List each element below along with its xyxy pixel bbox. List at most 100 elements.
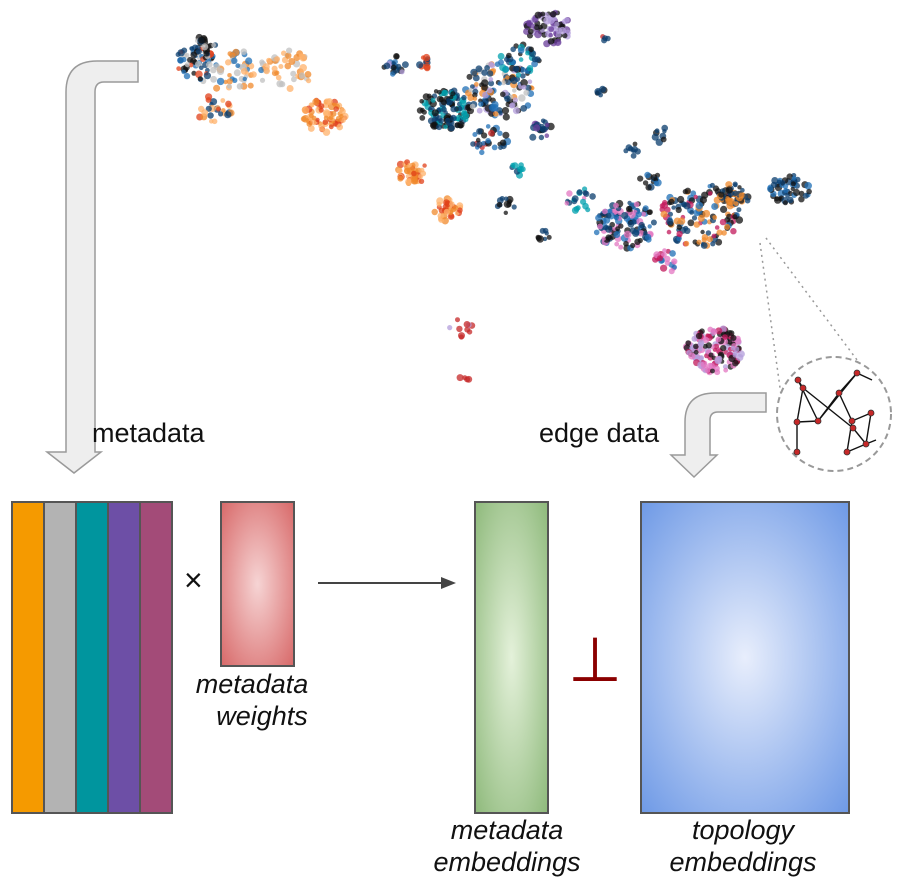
scatter-point xyxy=(307,125,315,132)
scatter-point xyxy=(595,214,602,222)
scatter-point xyxy=(601,37,608,44)
scatter-point xyxy=(231,57,238,64)
scatter-point xyxy=(637,175,644,182)
scatter-point xyxy=(730,228,737,235)
scatter-point xyxy=(613,202,619,209)
scatter-point xyxy=(466,73,473,80)
scatter-point xyxy=(693,221,700,228)
scatter-point xyxy=(502,131,510,139)
scatter-point xyxy=(770,181,778,188)
scatter-point xyxy=(736,354,744,361)
scatter-point xyxy=(518,94,526,102)
scatter-point xyxy=(475,65,483,73)
scatter-point xyxy=(528,46,534,53)
scatter-point xyxy=(418,178,425,184)
scatter-point xyxy=(224,111,232,119)
scatter-point xyxy=(216,67,225,75)
scatter-point xyxy=(643,230,648,236)
scatter-point xyxy=(716,229,723,236)
scatter-point xyxy=(203,72,211,80)
scatter-point xyxy=(285,52,292,59)
scatter-point xyxy=(241,63,247,68)
scatter-point xyxy=(423,63,431,71)
scatter-point xyxy=(707,191,713,196)
scatter-point xyxy=(547,16,555,25)
scatter-point xyxy=(245,57,253,65)
scatter-point xyxy=(683,202,691,210)
scatter-point xyxy=(704,367,711,374)
scatter-point xyxy=(780,180,786,186)
scatter-point xyxy=(457,121,465,129)
scatter-point xyxy=(538,24,543,30)
scatter-point xyxy=(602,208,608,215)
scatter-point xyxy=(512,97,518,103)
scatter-point xyxy=(650,174,658,181)
scatter-point xyxy=(525,50,530,56)
scatter-point xyxy=(247,82,254,89)
scatter-point xyxy=(445,117,451,124)
scatter-point xyxy=(525,84,532,92)
scatter-point xyxy=(725,197,733,205)
scatter-point xyxy=(394,53,400,60)
scatter-point xyxy=(713,343,720,350)
scatter-point xyxy=(493,111,499,117)
scatter-point xyxy=(510,162,516,168)
scatter-point xyxy=(676,224,682,230)
scatter-point xyxy=(499,196,505,201)
scatter-point xyxy=(690,190,697,197)
scatter-point xyxy=(383,62,391,70)
scatter-point xyxy=(642,180,649,186)
scatter-point xyxy=(677,217,686,225)
scatter-point xyxy=(420,170,427,177)
scatter-point xyxy=(785,193,790,199)
scatter-point xyxy=(582,190,588,196)
scatter-point xyxy=(548,32,553,38)
scatter-point xyxy=(187,56,193,63)
scatter-point xyxy=(630,242,636,249)
scatter-point xyxy=(274,56,280,62)
scatter-point xyxy=(456,325,463,333)
scatter-point xyxy=(638,221,645,229)
scatter-point xyxy=(205,105,212,112)
scatter-point xyxy=(470,141,476,147)
scatter-point xyxy=(479,149,485,156)
scatter-point xyxy=(671,258,678,265)
scatter-point xyxy=(488,110,495,117)
scatter-point xyxy=(691,335,698,342)
scatter-point xyxy=(502,66,509,73)
metadata-embeddings-matrix xyxy=(474,501,549,814)
scatter-point xyxy=(481,79,489,87)
scatter-point xyxy=(497,81,502,86)
scatter-point xyxy=(456,374,464,382)
scatter-point xyxy=(618,244,624,250)
scatter-point xyxy=(623,240,629,247)
edge-data-label: edge data xyxy=(539,418,660,448)
caption-line: embeddings xyxy=(433,847,581,877)
scatter-point xyxy=(469,103,476,110)
caption-line: topology xyxy=(691,815,795,845)
scatter-point xyxy=(195,48,202,55)
scatter-point xyxy=(519,66,526,73)
scatter-point xyxy=(399,69,405,75)
scatter-point xyxy=(436,197,444,205)
scatter-point xyxy=(733,201,739,207)
metadata-label: metadata xyxy=(92,418,205,448)
scatter-point xyxy=(677,195,685,204)
scatter-point xyxy=(517,47,525,54)
scatter-point xyxy=(506,201,512,208)
scatter-point xyxy=(470,84,475,89)
scatter-point xyxy=(732,214,738,220)
scatter-point xyxy=(597,223,603,230)
transform-arrow-head xyxy=(441,577,456,589)
scatter-point xyxy=(634,148,641,155)
scatter-point xyxy=(431,208,438,216)
scatter-point xyxy=(529,133,537,141)
scatter-point xyxy=(719,218,727,226)
scatter-point xyxy=(464,376,471,383)
scatter-point xyxy=(798,196,805,203)
scatter-point xyxy=(470,68,478,76)
scatter-point xyxy=(630,152,637,159)
scatter-point xyxy=(675,206,682,214)
scatter-point xyxy=(211,118,218,125)
scatter-point xyxy=(705,230,712,236)
